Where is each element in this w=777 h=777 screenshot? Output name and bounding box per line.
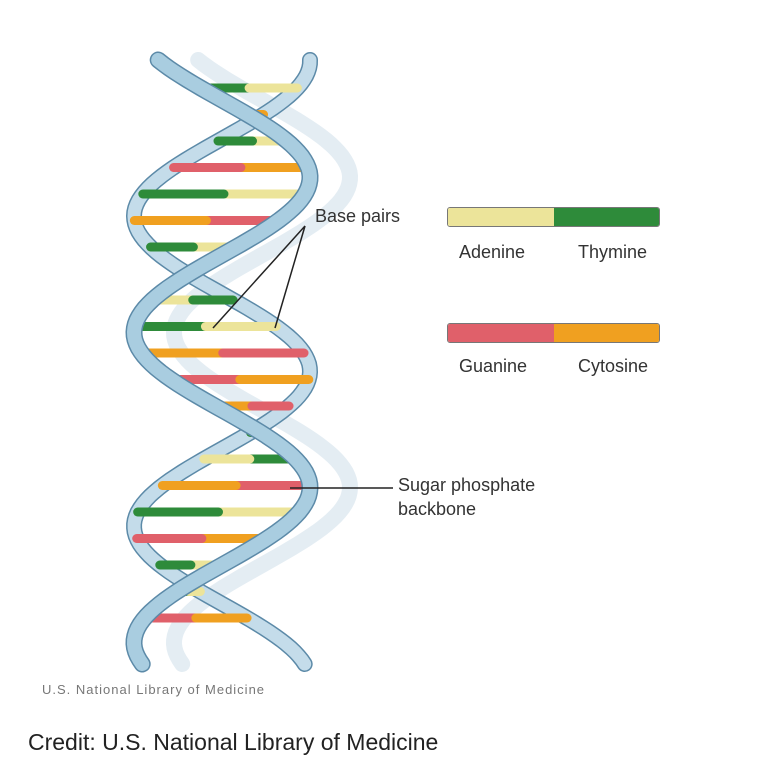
dna-helix-illustration	[125, 51, 393, 673]
helix-shadow	[165, 52, 359, 672]
sugar-phosphate-backbone-label: Sugar phosphate backbone	[398, 473, 535, 521]
adenine-thymine-legend-bar	[447, 207, 660, 227]
backbone-label-line2: backbone	[398, 499, 477, 519]
backbone-strand-front	[126, 53, 318, 671]
guanine-label: Guanine	[459, 356, 528, 376]
thymine-label: Thymine	[578, 242, 648, 262]
image-credit: Credit: U.S. National Library of Medicin…	[28, 729, 439, 755]
base-pairs-label: Base pairs	[315, 206, 401, 226]
adenine-label: Adenine	[459, 242, 526, 262]
base-pairs-pointer-line	[212, 225, 306, 329]
footer-attribution: U.S. National Library of Medicine	[42, 682, 266, 697]
cytosine-label: Cytosine	[578, 356, 649, 376]
backbone-label-line1: Sugar phosphate	[398, 475, 536, 495]
guanine-cytosine-legend-bar	[447, 323, 660, 343]
base-pairs-pointer-line	[274, 225, 306, 329]
